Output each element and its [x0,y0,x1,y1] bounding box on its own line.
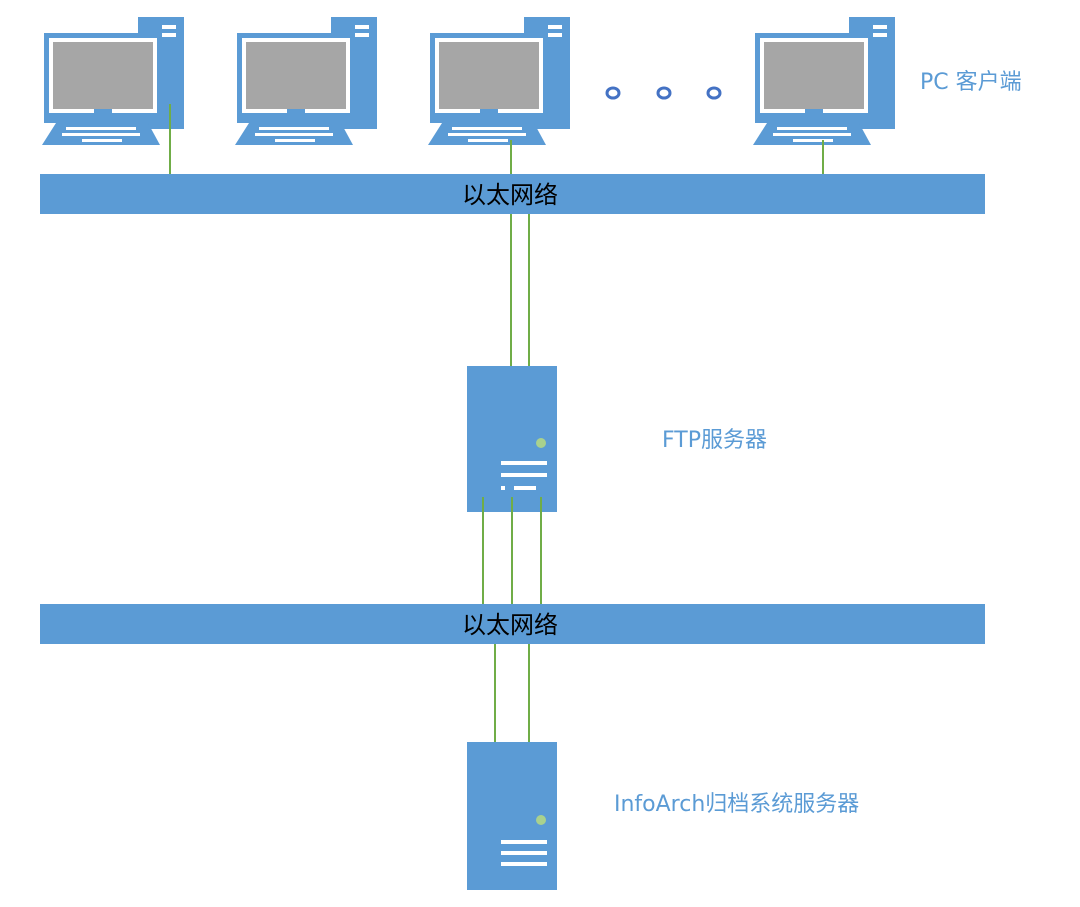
server-tower-icon [467,742,557,890]
pc-client-n [753,17,895,145]
desktop-computer-icon [235,17,377,145]
desktop-computer-icon [753,17,895,145]
pc-client-3 [428,17,570,145]
pc-client-1 [42,17,184,145]
ftp-server-label: FTP服务器 [662,428,767,453]
pc-connection-lines [169,104,824,174]
top-ethernet-bus: 以太网络 [40,174,985,214]
desktop-computer-icon [42,17,184,145]
archive-server-label: InfoArch归档系统服务器 [614,792,859,817]
desktop-computer-icon [428,17,570,145]
bottom-ethernet-label: 以太网络 [462,611,558,639]
ftp-uplink-lines [510,214,530,366]
pc-client-2 [235,17,377,145]
server-tower-icon [467,366,557,512]
ellipsis-dots [605,86,722,100]
bottom-ethernet-bus: 以太网络 [40,604,985,644]
archive-server [467,742,557,890]
top-ethernet-label: 以太网络 [462,181,558,209]
ftp-server [467,366,557,512]
pc-clients-label: PC 客户端 [920,70,1022,95]
ftp-downlink-lines [482,497,542,604]
archive-uplink-lines [494,644,530,742]
